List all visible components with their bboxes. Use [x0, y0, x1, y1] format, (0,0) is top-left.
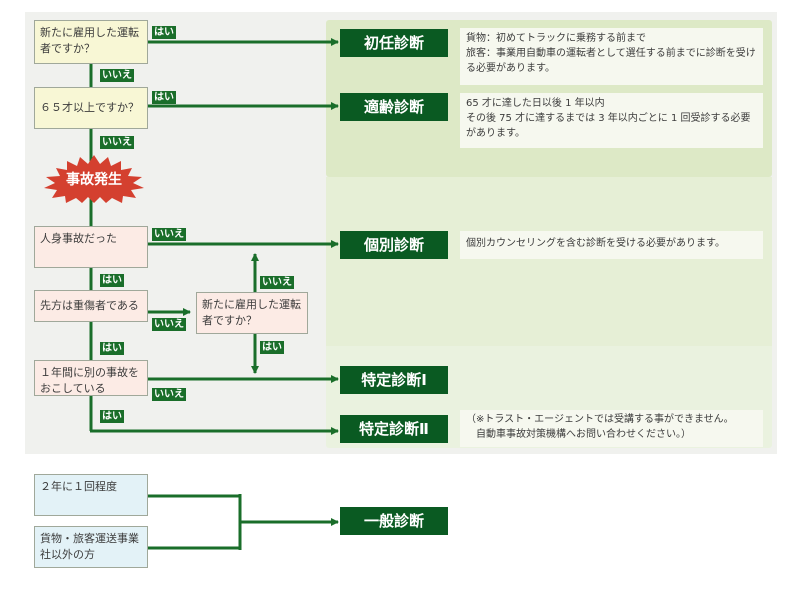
label-yes: はい	[100, 274, 124, 287]
label-yes: はい	[152, 91, 176, 104]
label-yes: はい	[152, 26, 176, 39]
question-over-65: ６５才以上ですか？	[34, 87, 148, 129]
result-band-middle	[326, 177, 772, 346]
label-no: いいえ	[152, 318, 186, 331]
question-new-driver: 新たに雇用した運転者ですか？	[34, 20, 148, 64]
diagnosis-initial: 初任診断	[340, 29, 448, 57]
label-no: いいえ	[100, 69, 134, 82]
question-serious-injury: 先方は重傷者である	[34, 290, 148, 322]
diagnosis-age: 適齢診断	[340, 93, 448, 121]
description-specific-2: （※トラスト・エージェントでは受講する事ができません。 自動車事故対策機構へお問…	[460, 410, 763, 447]
accident-label: 事故発生	[66, 172, 122, 188]
description-line: その後 75 才に達するまでは 3 年以内ごとに 1 回受診する必要があります。	[466, 113, 751, 139]
question-new-driver-2: 新たに雇用した運転者ですか？	[196, 292, 308, 334]
label-yes: はい	[100, 342, 124, 355]
description-line: 旅客：事業用自動車の運転者として選任する前までに診断を受ける必要があります。	[466, 48, 756, 74]
description-line: （※トラスト・エージェントでは受講する事ができません。	[466, 414, 734, 425]
description-age: 65 才に達した日以後 1 年以内 その後 75 才に達するまでは 3 年以内ご…	[460, 93, 763, 148]
label-yes: はい	[260, 341, 284, 354]
description-line: 貨物：初めてトラックに乗務する前まで	[466, 33, 646, 44]
diagnosis-general: 一般診断	[340, 507, 448, 535]
description-line: 自動車事故対策機構へお問い合わせください。）	[476, 429, 691, 440]
diagnosis-specific-1: 特定診断Ⅰ	[340, 366, 448, 394]
label-yes: はい	[100, 410, 124, 423]
description-line: 65 才に達した日以後 1 年以内	[466, 98, 605, 109]
label-no: いいえ	[260, 276, 294, 289]
accident-burst	[44, 155, 144, 203]
description-individual: 個別カウンセリングを含む診断を受ける必要があります。	[460, 231, 763, 259]
question-repeat-accident: １年間に別の事故をおこしている	[34, 360, 148, 396]
diagnosis-specific-2: 特定診断Ⅱ	[340, 415, 448, 443]
label-no: いいえ	[100, 136, 134, 149]
question-biennial: ２年に１回程度	[34, 474, 148, 516]
question-injury-accident: 人身事故だった	[34, 226, 148, 268]
label-no: いいえ	[152, 388, 186, 401]
question-non-transport: 貨物・旅客運送事業社以外の方	[34, 526, 148, 568]
description-initial: 貨物：初めてトラックに乗務する前まで 旅客：事業用自動車の運転者として選任する前…	[460, 28, 763, 85]
label-no: いいえ	[152, 228, 186, 241]
diagnosis-individual: 個別診断	[340, 231, 448, 259]
